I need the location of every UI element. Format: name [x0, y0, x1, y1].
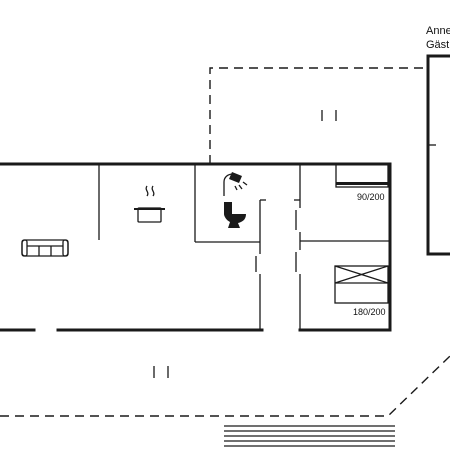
toilet-icon	[224, 202, 246, 228]
cooking-pot-icon	[134, 185, 165, 223]
annex-label-line2: Gäst	[426, 39, 449, 51]
bed-size-label-single: 90/200	[357, 192, 385, 202]
bed-icon	[334, 265, 389, 304]
bed-size-label-double: 180/200	[353, 307, 386, 317]
bed-icon	[335, 163, 389, 188]
annex-label-line1: Anne	[426, 25, 450, 37]
steps	[224, 425, 395, 447]
sofa-icon	[21, 239, 69, 257]
terrace-marker-top	[321, 110, 337, 121]
annex-building	[426, 54, 450, 256]
terrace-marker-bottom	[153, 366, 169, 378]
terrace-outline-top	[209, 67, 428, 164]
shower-icon	[223, 172, 248, 196]
interior-walls	[98, 164, 390, 330]
terrace-outline-bottom	[0, 355, 450, 417]
